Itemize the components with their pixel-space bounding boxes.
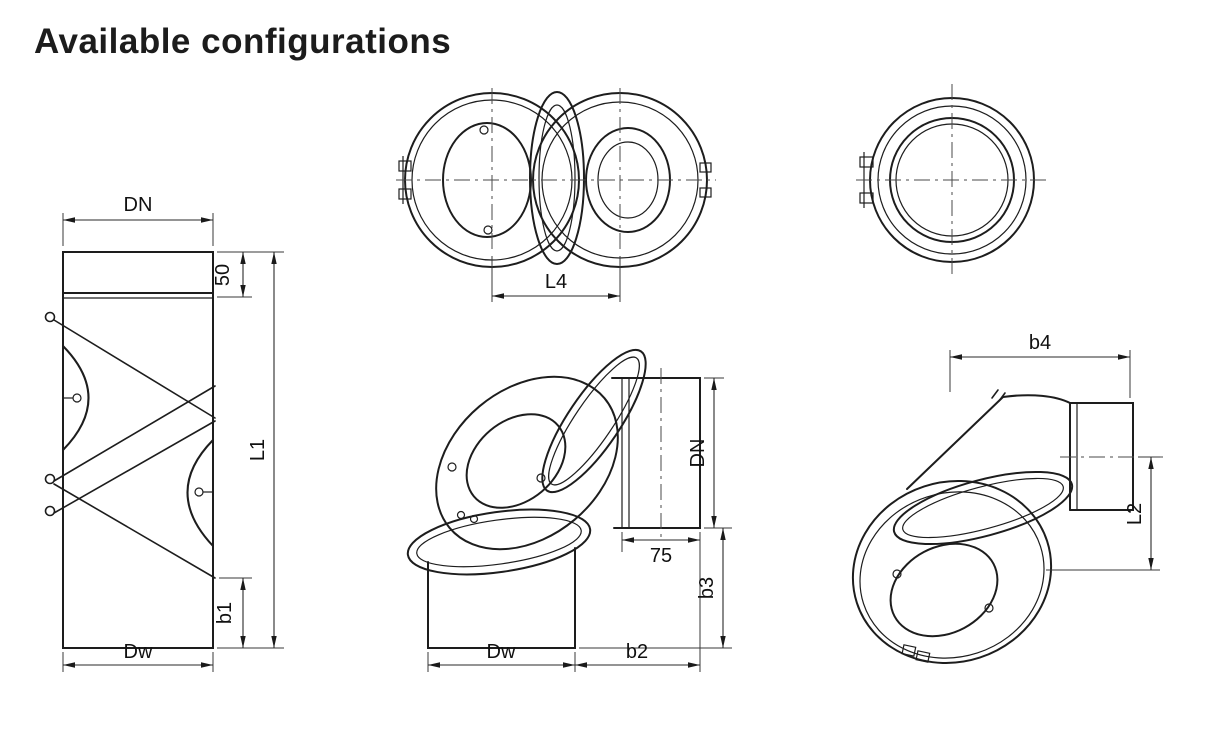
elbow-top-view-drawing: L4: [396, 88, 716, 302]
elbow-dim-dn: DN: [687, 439, 709, 468]
topview-dim-l4: L4: [545, 271, 567, 293]
elbow-dim-dw: Dw: [487, 641, 516, 663]
clamp-detail-right: [699, 162, 712, 198]
elbow2-dim-l2: L2: [1124, 503, 1146, 525]
pipe-dim-b1: b1: [214, 602, 236, 624]
elbow-rotated-drawing: b4 L2: [851, 332, 1164, 665]
clamp-detail-bottom: [901, 644, 931, 663]
tension-bands: [44, 311, 216, 579]
pipe-dim-l1: L1: [247, 439, 269, 461]
pipe-dim-dw: Dw: [124, 641, 153, 663]
elbow-dim-75: 75: [650, 545, 672, 567]
pipe-top-view-drawing: [856, 84, 1048, 276]
elbow-dim-b2: b2: [626, 641, 648, 663]
pipe-dim-50: 50: [212, 264, 234, 286]
elbow-dim-b3: b3: [696, 577, 718, 599]
straight-pipe-drawing: DN 50 L1 b1 Dw: [44, 194, 284, 672]
elbow2-dim-b4: b4: [1029, 332, 1051, 354]
page-title: Available configurations: [34, 22, 452, 61]
elbow-front-drawing: DN 75 b3 Dw b2: [406, 348, 732, 672]
pipe-dim-dn: DN: [124, 194, 153, 216]
